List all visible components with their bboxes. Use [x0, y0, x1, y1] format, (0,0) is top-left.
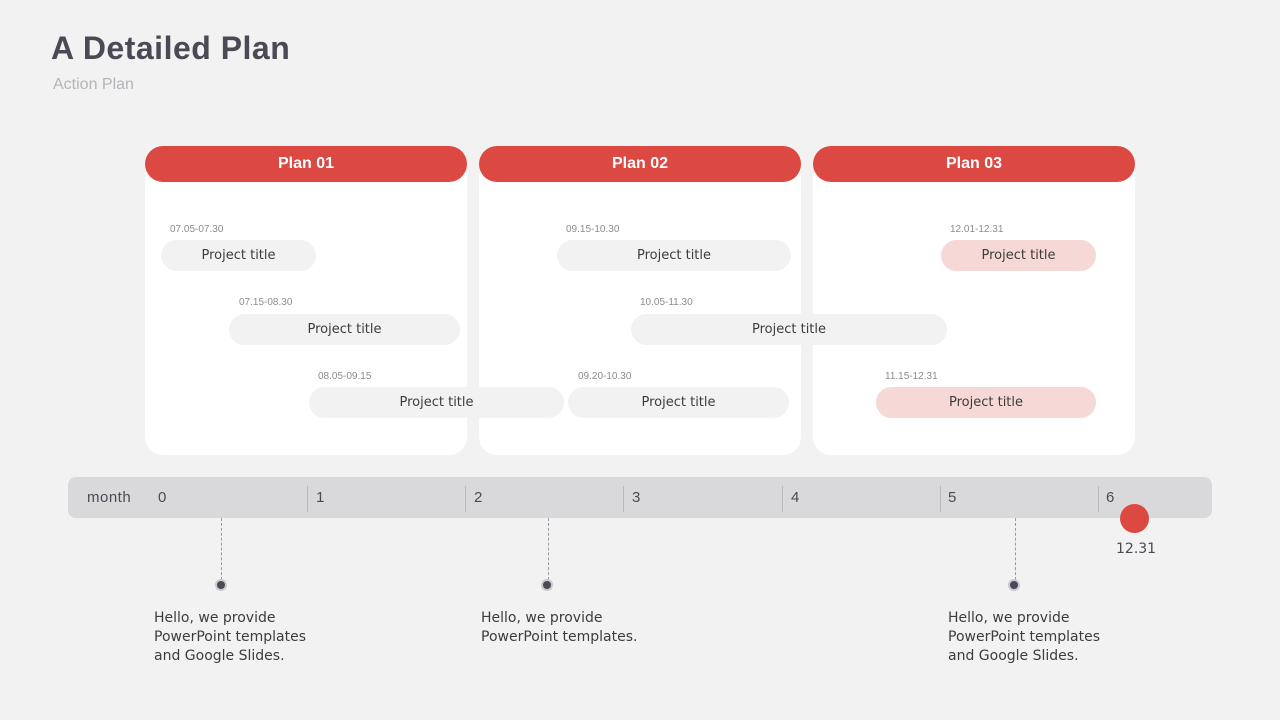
task-date: 07.05-07.30 — [170, 224, 224, 235]
plan-header-1: Plan 01 — [145, 146, 467, 182]
task-pill: Project title — [568, 387, 789, 418]
task-pill: Project title — [229, 314, 460, 345]
task-date: 07.15-08.30 — [239, 297, 293, 308]
timeline-label: month — [87, 489, 132, 506]
task-date: 12.01-12.31 — [950, 224, 1004, 235]
note-text-2: Hello, we provide PowerPoint templates. — [481, 610, 638, 645]
plan-header-2: Plan 02 — [479, 146, 801, 182]
timeline-tick-4: 4 — [791, 489, 800, 506]
note-text-1: Hello, we provide PowerPoint templates a… — [154, 610, 307, 664]
tick-divider — [465, 486, 466, 512]
task-pill: Project title — [309, 387, 564, 418]
task-date: 08.05-09.15 — [318, 371, 372, 382]
end-date-label: 12.31 — [1116, 541, 1157, 557]
task-pill: Project title — [557, 240, 791, 271]
task-pill: Project title — [631, 314, 947, 345]
timeline-tick-5: 5 — [948, 489, 957, 506]
tick-divider — [782, 486, 783, 512]
task-date: 09.20-10.30 — [578, 371, 632, 382]
timeline-tick-0: 0 — [158, 489, 167, 506]
tick-divider — [1098, 486, 1099, 512]
task-pill-highlight: Project title — [941, 240, 1096, 271]
slide-title: A Detailed Plan — [51, 30, 291, 66]
timeline-tick-1: 1 — [316, 489, 325, 506]
slide-subtitle: Action Plan — [53, 76, 134, 93]
note-connector — [221, 518, 222, 580]
task-date: 10.05-11.30 — [640, 297, 693, 308]
note-text-3: Hello, we provide PowerPoint templates a… — [948, 610, 1101, 664]
timeline-tick-6: 6 — [1106, 489, 1115, 506]
timeline-bar — [68, 477, 1212, 518]
note-marker-dot — [1008, 579, 1020, 591]
tick-divider — [940, 486, 941, 512]
task-date: 09.15-10.30 — [566, 224, 620, 235]
end-marker-dot — [1120, 504, 1149, 533]
note-marker-dot — [215, 579, 227, 591]
task-pill: Project title — [161, 240, 316, 271]
note-connector — [548, 518, 549, 580]
note-marker-dot — [541, 579, 553, 591]
plan-header-3: Plan 03 — [813, 146, 1135, 182]
tick-divider — [307, 486, 308, 512]
task-date: 11.15-12.31 — [885, 371, 938, 382]
tick-divider — [623, 486, 624, 512]
timeline-tick-2: 2 — [474, 489, 483, 506]
timeline-tick-3: 3 — [632, 489, 641, 506]
task-pill-highlight: Project title — [876, 387, 1096, 418]
note-connector — [1015, 518, 1016, 580]
